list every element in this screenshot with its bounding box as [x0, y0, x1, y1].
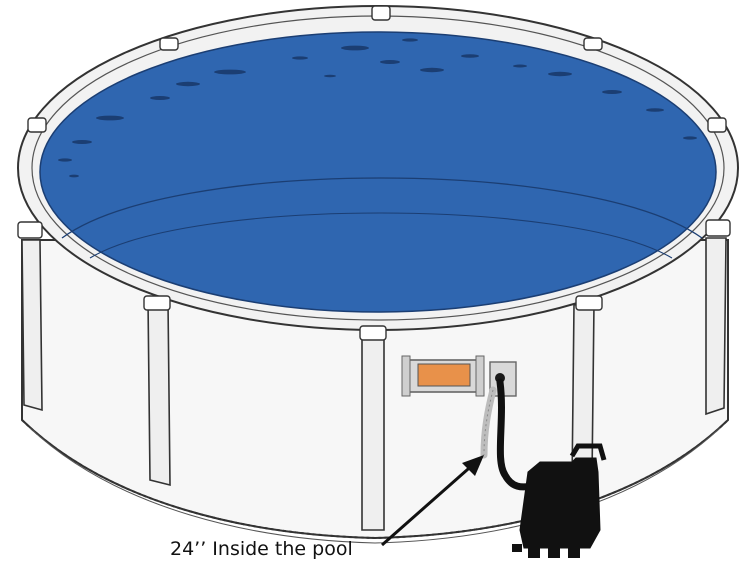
callout-label: 24’’ Inside the pool	[170, 538, 353, 560]
skimmer-box-icon	[402, 356, 484, 396]
pool-water	[40, 32, 716, 312]
